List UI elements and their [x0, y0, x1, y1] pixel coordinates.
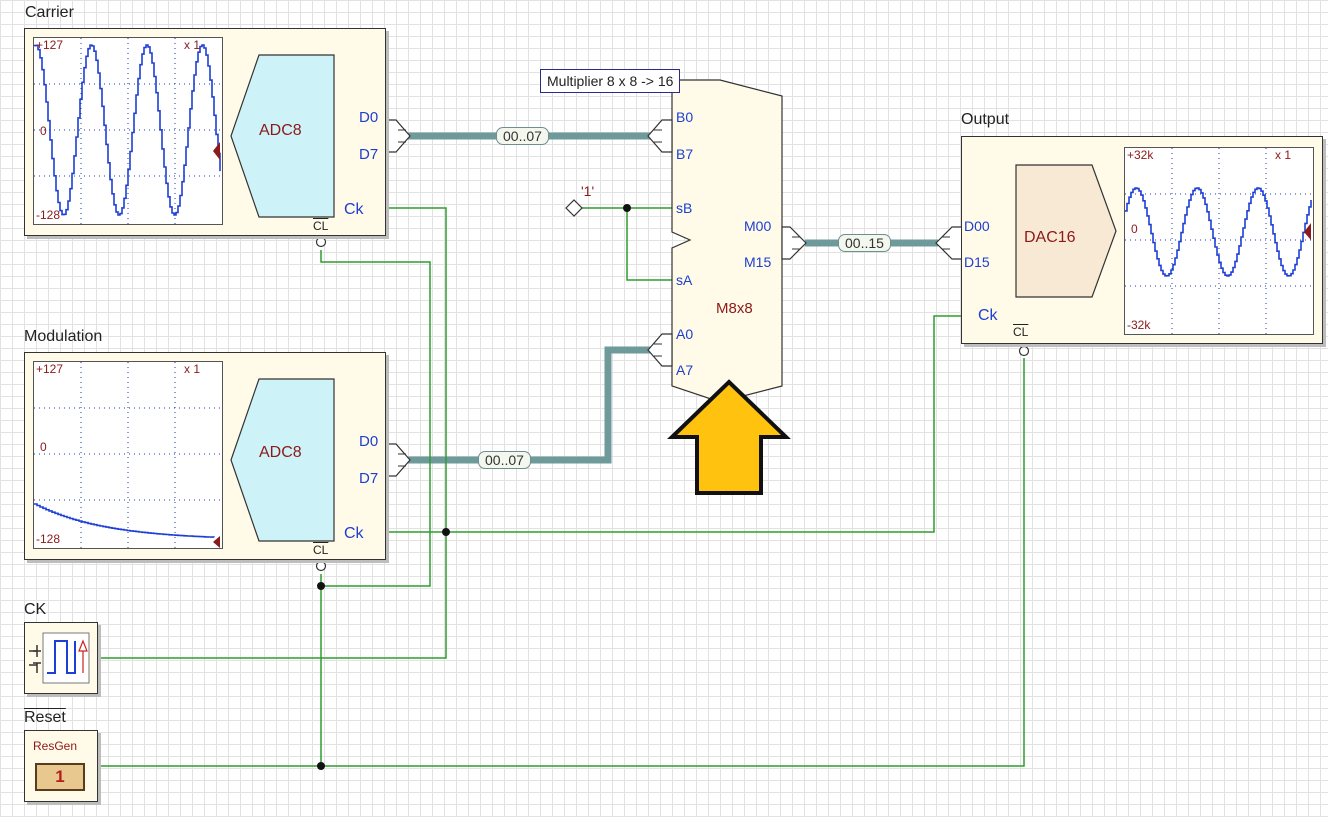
wire-sb-sa[interactable]: [626, 208, 672, 281]
highlight-arrow-icon: [667, 379, 791, 495]
output-scope[interactable]: +32k x 1 0 -32k: [1124, 147, 1314, 335]
modulation-scope-min: -128: [36, 532, 61, 546]
wire-ck-source[interactable]: [100, 532, 447, 659]
output-d15-label: D15: [964, 254, 990, 270]
output-scope-min: -32k: [1127, 318, 1151, 332]
output-level-marker: [1304, 223, 1311, 240]
output-bus-label: 00..15: [838, 234, 891, 252]
carrier-cl-pin: [315, 236, 327, 248]
output-d00-label: D00: [964, 218, 990, 234]
carrier-title: Carrier: [25, 4, 74, 21]
modulation-title: Modulation: [24, 328, 103, 345]
mult-sb-label: sB: [676, 200, 693, 216]
modulation-bus[interactable]: [408, 346, 652, 464]
output-scope-zoom: x 1: [1275, 148, 1292, 162]
carrier-adc-label: ADC8: [259, 122, 302, 139]
mult-b7-label: B7: [676, 146, 694, 162]
carrier-level-marker: [213, 142, 220, 160]
modulation-adc-shape: [230, 378, 335, 542]
reset-button[interactable]: 1: [35, 763, 85, 791]
carrier-scope-zoom: x 1: [184, 38, 201, 52]
modulation-scope-zoom: x 1: [184, 362, 201, 376]
mult-a7-label: A7: [676, 362, 694, 378]
junction-dot: [317, 762, 325, 770]
modulation-scope[interactable]: +127 x 1 0 -128: [33, 361, 223, 549]
modulation-level-marker: [213, 536, 220, 548]
modulation-scope-max: +127: [36, 362, 64, 376]
const-one-diamond[interactable]: [565, 199, 583, 217]
mult-sa-label: sA: [676, 272, 693, 288]
modulation-d7-label: D7: [359, 470, 379, 487]
output-cl-label: CL: [1013, 325, 1029, 339]
wire-carrier-ck[interactable]: [388, 207, 447, 532]
clock-generator-icon: [29, 632, 90, 684]
carrier-block[interactable]: +127 x 1 0 -128 ADC8 D0 D7 Ck CL: [24, 28, 386, 236]
modulation-waveform: [34, 362, 222, 548]
junction-dot: [623, 204, 631, 212]
carrier-adc-shape: [230, 54, 335, 218]
mult-a-in-connector: [647, 333, 673, 367]
output-dac-label: DAC16: [1024, 229, 1076, 246]
multiplier-tooltip: Multiplier 8 x 8 -> 16: [540, 69, 681, 93]
modulation-cl-pin: [315, 560, 327, 572]
output-d-in-connector: [935, 226, 963, 260]
multiplier-body[interactable]: [671, 79, 783, 403]
carrier-cl-label: CL: [313, 219, 329, 233]
modulation-adc-label: ADC8: [259, 444, 302, 461]
junction-dot: [317, 582, 325, 590]
output-dac-shape: [1015, 164, 1117, 298]
carrier-waveform: [34, 38, 222, 224]
output-title: Output: [961, 111, 1010, 128]
modulation-bus-label: 00..07: [478, 451, 531, 469]
mult-b0-label: B0: [676, 109, 694, 125]
modulation-block[interactable]: +127 x 1 0 -128 ADC8 D0 D7 Ck CL: [24, 352, 386, 560]
resgen-label: ResGen: [33, 739, 78, 753]
carrier-bus-label: 00..07: [496, 127, 549, 145]
output-scope-max: +32k: [1127, 148, 1154, 162]
carrier-scope[interactable]: +127 x 1 0 -128: [33, 37, 223, 225]
output-ck-label: Ck: [978, 307, 998, 324]
carrier-bus-out-connector: [387, 119, 411, 153]
reset-title: Reset: [24, 709, 66, 726]
ck-title: CK: [24, 601, 47, 618]
carrier-scope-zero: 0: [40, 124, 47, 138]
mult-m00-label: M00: [744, 218, 772, 234]
mult-name-label: M8x8: [716, 300, 753, 317]
carrier-d7-label: D7: [359, 146, 379, 163]
carrier-scope-max: +127: [36, 38, 64, 52]
output-waveform: [1125, 148, 1313, 334]
wire-carrier-cl[interactable]: [320, 250, 431, 587]
modulation-bus-out-connector: [387, 443, 411, 477]
clock-source-block[interactable]: [24, 622, 98, 694]
junction-dot: [442, 528, 450, 536]
modulation-cl-label: CL: [313, 543, 329, 557]
carrier-scope-min: -128: [36, 208, 61, 222]
modulation-scope-zero: 0: [40, 440, 47, 454]
reset-generator-block[interactable]: ResGen 1: [24, 730, 98, 802]
output-cl-pin: [1018, 345, 1030, 357]
mult-m15-label: M15: [744, 254, 772, 270]
mult-m-out-connector: [781, 226, 807, 260]
wire-reset[interactable]: [100, 358, 1025, 767]
carrier-ck-label: Ck: [344, 201, 364, 218]
mult-b-in-connector: [647, 119, 673, 153]
mult-a0-label: A0: [676, 326, 694, 342]
const-one-label: '1': [581, 183, 595, 199]
modulation-d0-label: D0: [359, 433, 379, 450]
modulation-ck-label: Ck: [344, 525, 364, 542]
wire-modulation-ck[interactable]: [388, 315, 962, 533]
output-block[interactable]: DAC16 +32k x 1 0 -32k D00 D15 Ck CL: [961, 136, 1323, 344]
carrier-d0-label: D0: [359, 109, 379, 126]
output-scope-zero: 0: [1131, 222, 1138, 236]
